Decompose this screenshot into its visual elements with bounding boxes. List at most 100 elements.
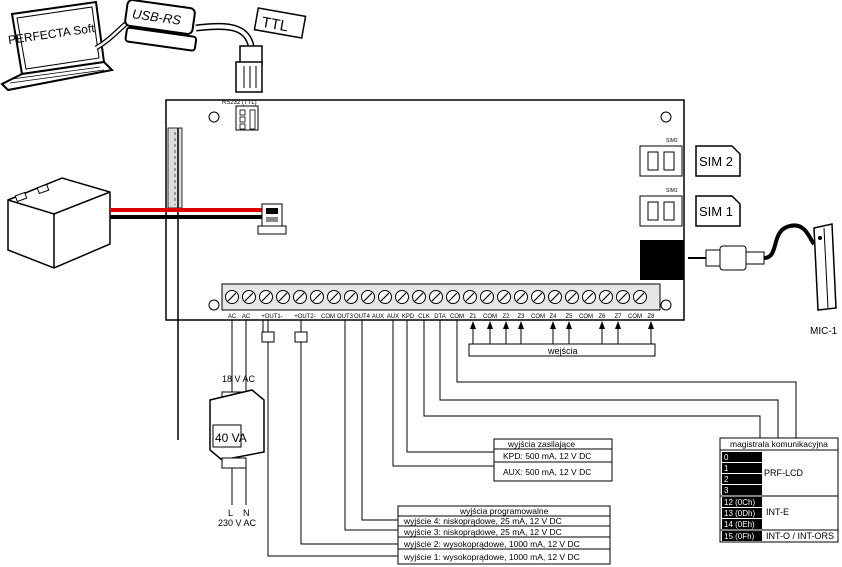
supply-kpd: KPD: 500 mA, 12 V DC [503,451,591,461]
bus-address-cell [722,519,762,529]
terminal-screw-slot [482,292,492,302]
bus-address-cell [722,452,762,462]
terminal-screw-slot [278,292,288,302]
sim1-slot: SIM1 [639,188,683,227]
input-arrow-head [503,321,509,329]
terminal-screw-slot [329,292,339,302]
bus-address-cell [722,474,762,484]
bus-address-label: 3 [724,486,729,495]
bus-group-prf-lcd: PRF-LCD [764,468,804,478]
bus-address-label: 2 [724,475,729,484]
transformer-mains: 230 V AC [218,518,257,528]
terminal-screws [225,290,647,304]
terminal-label: COM [321,314,335,320]
terminal-label: Z5 [565,314,573,320]
terminal-screw-slot [312,292,322,302]
terminal-label: CLK [418,314,430,320]
terminal-screw-slot [414,292,424,302]
terminal-screw-slot [635,292,645,302]
rs232-label: RS232 (TTL) [222,100,257,106]
supply-aux: AUX: 500 mA, 12 V DC [503,467,591,477]
terminal-label: OUT4 [354,314,371,320]
mic-plug [688,245,765,271]
sim2-card: SIM 2 [695,145,741,177]
terminal-screw-slot [516,292,526,302]
terminal-label: Z8 [647,314,655,320]
mic-label: MIC-1 [810,326,838,337]
terminal-screw-slot [465,292,475,302]
input-arrow-head [550,321,556,329]
ttl-label: TTL [260,14,289,35]
sim1-slot-label: SIM1 [666,188,678,194]
sim2-slot: SIM2 [639,138,683,177]
input-arrow-head [487,321,493,329]
terminal-screw-slot [346,292,356,302]
input-arrow-head [615,321,621,329]
terminal-screw-slot [227,292,237,302]
terminal-label: COM [579,314,593,320]
inputs-label: wejścia [547,346,578,356]
battery-connector [257,203,287,235]
mic-cable [763,223,816,260]
supply-outputs-table: wyjścia zasilające KPD: 500 mA, 12 V DC … [493,438,613,482]
programmable-row: wyjście 3: niskoprądowe, 25 mA, 12 V DC [403,527,562,537]
programmable-title: wyjścia programowalne [459,506,549,516]
bus-group-int-e: INT-E [766,507,789,517]
output-wiring [261,320,797,557]
programmable-row: wyjście 2: wysokoprądowe, 1000 mA, 12 V … [403,539,580,549]
mic-device: MIC-1 [810,223,838,337]
terminal-screw-slot [261,292,271,302]
terminal-label: Z1 [469,314,477,320]
input-arrow-head [566,321,572,329]
terminal-label: COM [483,314,497,320]
terminal-label: Z3 [517,314,525,320]
input-arrow-head [470,321,476,329]
side-header [167,127,183,440]
terminal-screw-slot [499,292,509,302]
input-arrow-head [518,321,524,329]
usb-rs-converter: USB-RS [124,0,198,52]
supply-title: wyjścia zasilające [507,439,575,449]
terminal-label: Z4 [549,314,557,320]
bus-address-label: 14 (0Eh) [724,520,755,529]
sim2-slot-label: SIM2 [666,138,678,144]
terminal-screw-slot [448,292,458,302]
laptop: PERFECTA Soft [0,0,115,92]
bus-address-cell [722,497,762,507]
terminal-screw-slot [601,292,611,302]
battery [7,177,111,269]
terminal-screw-slot [431,292,441,302]
terminal-label: AC [242,314,251,320]
terminal-label: AC [228,314,237,320]
terminal-screw-slot [567,292,577,302]
programmable-outputs-table: wyjścia programowalne wyjście 4: niskopr… [397,505,611,565]
terminal-label: DTA [434,314,446,320]
bus-address-label: 0 [724,453,729,462]
input-arrow-head [648,321,654,329]
terminal-label: AUX [372,314,384,320]
terminal-label: Z2 [502,314,510,320]
transformer-secondary-label: 18 V AC [222,374,256,384]
terminal-label: Z6 [598,314,606,320]
terminal-label: COM [628,314,642,320]
bus-group-int-o: INT-O / INT-ORS [766,531,834,541]
bus-address-cell [722,463,762,473]
programmable-row: wyjście 4: niskoprądowe, 25 mA, 12 V DC [403,516,562,526]
bus-address-cell [722,531,762,541]
terminal-label: Z7 [614,314,622,320]
input-arrows [470,321,654,344]
mounting-hole [208,299,220,311]
terminal-label: AUX [387,314,399,320]
mounting-hole [208,111,220,123]
usb-rs-label: USB-RS [131,6,182,28]
mounting-hole [660,299,672,311]
terminal-screw-slot [295,292,305,302]
transformer-L: L [228,508,233,518]
terminal-screw-slot [550,292,560,302]
ttl-tag: TTL [253,7,307,39]
terminal-label: +OUT1- [261,314,283,320]
